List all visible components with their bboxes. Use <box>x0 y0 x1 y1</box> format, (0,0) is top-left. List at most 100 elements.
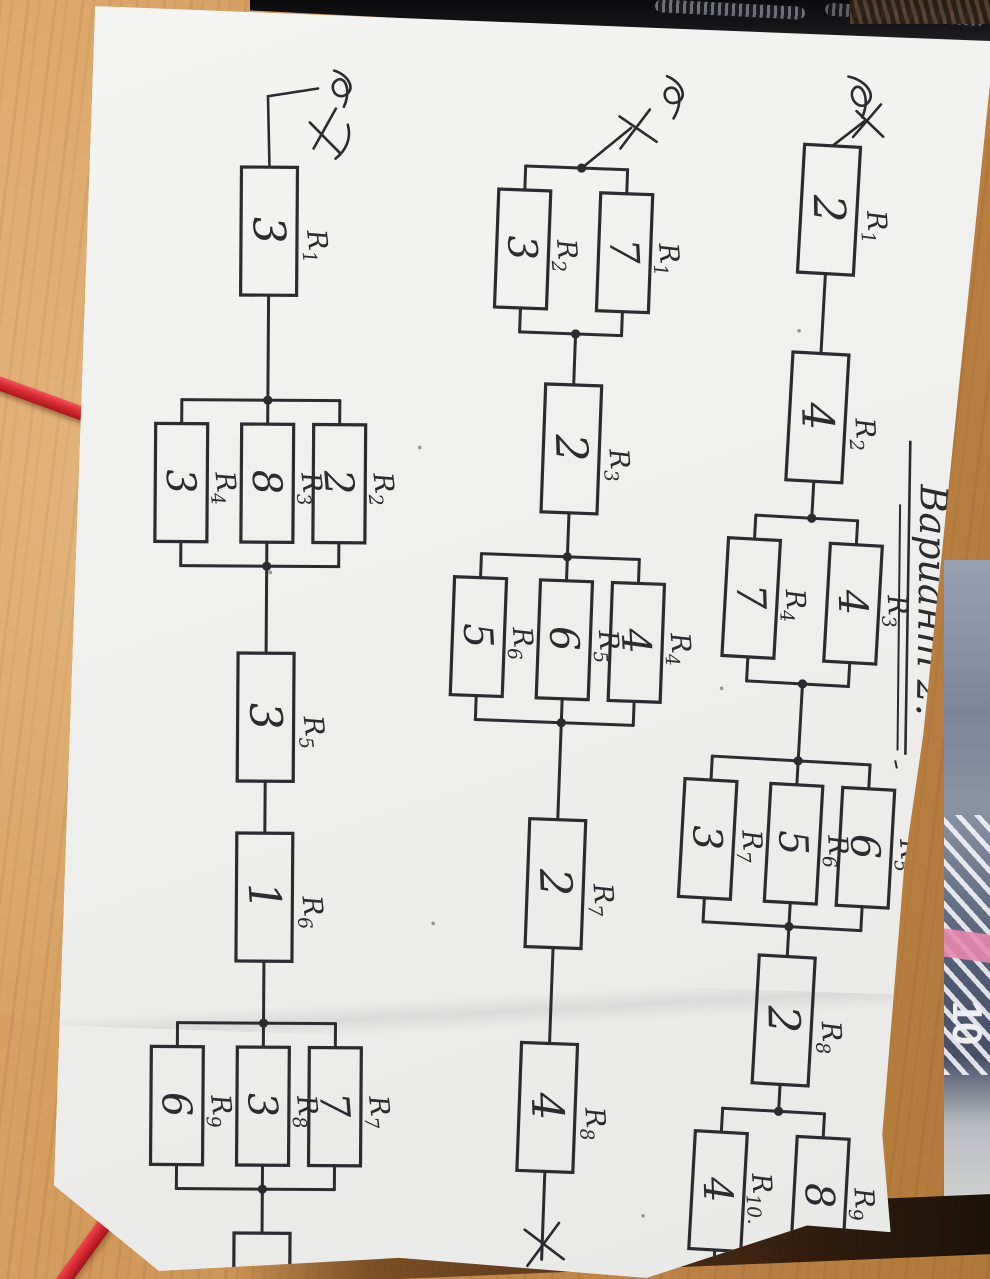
wire <box>869 765 870 789</box>
wire <box>798 684 802 761</box>
bus-wire <box>181 566 339 567</box>
resistor-label: R2 <box>843 416 881 452</box>
wire <box>703 898 704 922</box>
resistor-value: 3 <box>683 824 730 851</box>
resistor-label: R3 <box>876 593 914 629</box>
resistor-label: R7 <box>581 881 620 918</box>
wire <box>721 1108 722 1132</box>
wire <box>268 295 269 400</box>
resistor-value: 2 <box>803 193 854 223</box>
bus-wire <box>475 720 633 726</box>
bus-wire <box>723 1108 825 1114</box>
wire <box>638 559 639 583</box>
resistor-label: R9 <box>199 1092 239 1129</box>
resistor-value: 2 <box>757 1004 808 1034</box>
resistor-value: 4 <box>829 588 876 616</box>
resistor-value: 6 <box>152 1090 200 1119</box>
wire <box>787 927 789 957</box>
resistor-label: R6 <box>816 833 854 869</box>
resistor-label: R9 <box>842 1186 880 1222</box>
resistor-label: R3 <box>597 447 636 483</box>
bus-wire <box>756 515 858 521</box>
wire <box>550 948 554 1044</box>
bus-wire <box>520 332 622 336</box>
resistor-label: R8 <box>573 1105 612 1141</box>
bus-wire <box>703 922 861 931</box>
wire <box>633 701 634 725</box>
title-underline <box>899 441 916 755</box>
wire <box>475 696 476 720</box>
wire <box>627 170 628 194</box>
resistor-value: 2 <box>529 867 581 898</box>
resistor-value: 3 <box>242 215 295 246</box>
resistor-label: R4 <box>659 630 698 666</box>
ink-speck <box>431 921 435 925</box>
wire <box>574 334 576 385</box>
wire <box>861 907 862 931</box>
resistor-label: R3 <box>289 469 329 506</box>
wire <box>567 513 569 557</box>
bus-wire <box>712 756 870 765</box>
wire <box>558 723 562 820</box>
resistor-value: 2 <box>314 467 362 497</box>
junction-dot <box>259 1019 268 1028</box>
junction-dot <box>807 513 817 523</box>
wire <box>848 663 849 687</box>
terminal-scribble <box>267 70 350 168</box>
resistor-value: 3 <box>238 1090 286 1119</box>
resistor-value: 3 <box>156 467 204 496</box>
resistor-label: R5 <box>292 713 332 750</box>
circuit-3: 3R12R28R33R43R51R67R73R86R92R10 <box>149 69 404 1279</box>
resistor-value: 4 <box>521 1091 573 1122</box>
resistor-value: 6 <box>841 833 888 860</box>
junction-dot <box>263 396 272 405</box>
wire <box>711 756 712 780</box>
resistor-label: R4 <box>203 469 243 506</box>
page-title: Вариант 2. <box>908 483 956 716</box>
resistor-label: R5 <box>888 837 926 873</box>
resistor-label: R2 <box>545 237 584 273</box>
resistor-value: 3 <box>239 701 292 732</box>
ink-speck <box>641 1214 645 1218</box>
terminal-scribble <box>833 76 887 149</box>
terminal-mark: c <box>541 1274 572 1279</box>
bus-wire <box>178 1023 336 1024</box>
terminal-scribble <box>582 73 684 172</box>
resistor-value: 5 <box>454 622 501 650</box>
bus-wire <box>481 554 639 560</box>
title-underline <box>891 504 906 768</box>
wire <box>812 481 814 518</box>
resistor-value: 1 <box>238 881 291 912</box>
resistor-label: R6 <box>290 893 330 930</box>
resistor-value: 4 <box>694 1175 741 1203</box>
resistor-label: R8 <box>810 1019 848 1055</box>
resistor-value: 8 <box>242 468 290 497</box>
resistor-value: 7 <box>727 583 774 610</box>
ink-speck <box>797 329 801 333</box>
bus-wire <box>526 166 628 170</box>
resistor-label: R8 <box>285 1092 325 1129</box>
resistor-label: R6 <box>501 625 540 661</box>
ink-speck <box>418 446 422 450</box>
circuit-2: 7R13R22R34R46R55R62R74R8c <box>429 69 719 1279</box>
resistor-label: R1 <box>295 227 335 264</box>
resistor-value: 8 <box>796 1182 843 1209</box>
open-end-tick <box>816 1256 828 1270</box>
zipper-icon <box>654 0 806 20</box>
junction-dot <box>793 756 803 766</box>
junction-dot <box>563 552 573 562</box>
resistor-value: 7 <box>600 238 647 266</box>
terminal-scribble <box>523 1222 565 1267</box>
resistor-label: R2 <box>361 470 401 507</box>
resistor-value: 3 <box>498 234 545 262</box>
resistor-R10 <box>233 1233 290 1279</box>
resistor-label: R1 <box>855 209 893 245</box>
resistor-value: 4 <box>791 401 842 431</box>
wire <box>856 521 857 545</box>
ink-speck <box>720 686 724 690</box>
wire <box>520 308 521 332</box>
resistor-value: 4 <box>612 626 659 655</box>
